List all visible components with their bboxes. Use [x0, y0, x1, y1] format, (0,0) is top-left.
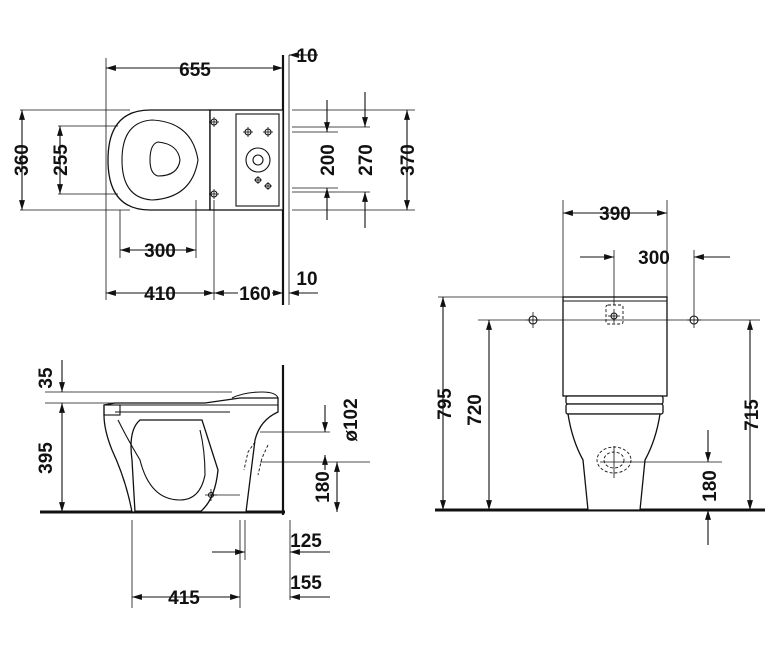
- dim-125: 125: [290, 531, 322, 552]
- dim-front-795: 795: [435, 388, 456, 420]
- dim-155: 155: [290, 573, 322, 594]
- dim-inner-200: 200: [318, 144, 339, 176]
- front-tank: [562, 296, 668, 397]
- dim-front-715: 715: [742, 399, 763, 431]
- dim-fix-410: 410: [144, 284, 176, 305]
- dim-fix-160: 160: [239, 284, 271, 305]
- dim-wall-gap-bottom: 10: [296, 269, 317, 290]
- dim-395: 395: [36, 442, 57, 474]
- side-view: 35 395 ø102 180 125 415 155: [36, 360, 370, 609]
- front-seat-band: [565, 403, 664, 415]
- plan-view: 655 10 360 255 200 270 370 300 410 160 1…: [12, 46, 419, 305]
- plan-tank-lid: [235, 113, 280, 207]
- dim-overall-length: 655: [179, 60, 211, 81]
- dim-415: 415: [168, 588, 200, 609]
- plan-flush-valve-inner: [252, 154, 264, 166]
- dim-overall-width: 360: [12, 144, 33, 176]
- plan-flush-valve: [245, 147, 271, 173]
- plan-drain-opening: [149, 141, 181, 177]
- side-trap: [117, 419, 206, 501]
- plan-bowl-outline: [107, 109, 211, 211]
- front-view: 390 300 795 720 715 180: [435, 200, 765, 545]
- dim-fix-300: 300: [144, 241, 176, 262]
- dim-front-390: 390: [599, 204, 631, 225]
- dim-wall-gap-top: 10: [296, 46, 317, 67]
- plan-seat-opening: [121, 119, 199, 201]
- dim-pipe-diameter: ø102: [341, 398, 362, 441]
- dim-front-300: 300: [638, 248, 670, 269]
- dim-35: 35: [36, 367, 57, 389]
- plan-fixing-holes: [209, 117, 273, 199]
- dim-inner-270: 270: [356, 144, 377, 176]
- front-lid-band: [565, 395, 664, 405]
- dim-seat-width: 255: [51, 144, 72, 176]
- dim-tank-370: 370: [398, 144, 419, 176]
- side-toilet-body: [103, 397, 279, 513]
- dim-front-180: 180: [700, 470, 721, 502]
- dim-side-180: 180: [313, 471, 334, 503]
- dim-front-720: 720: [465, 394, 486, 426]
